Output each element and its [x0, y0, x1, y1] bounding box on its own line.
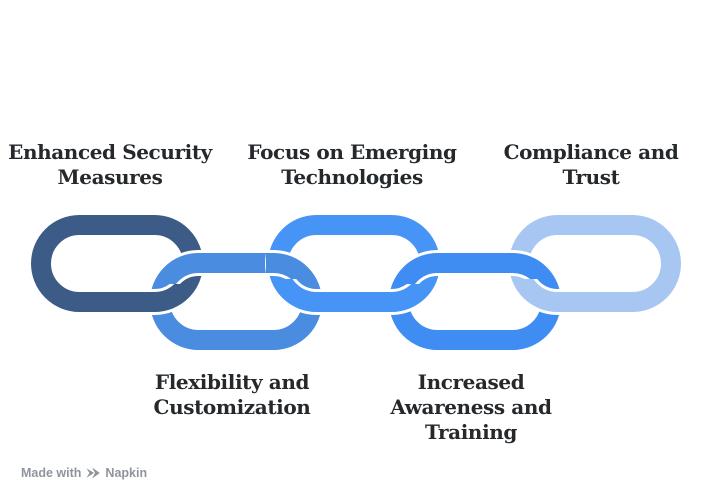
label-line: Technologies: [281, 165, 423, 189]
label-line: Training: [425, 420, 517, 444]
label-line: Increased: [417, 370, 525, 394]
label-line: Flexibility and: [154, 370, 310, 394]
label-line: Enhanced Security: [8, 140, 212, 164]
chain-label-focus-on-emerging-technologies: Focus on Emerging Technologies: [247, 140, 457, 190]
label-line: Awareness and: [390, 395, 552, 419]
label-line: Customization: [153, 395, 311, 419]
label-line: Focus on Emerging: [247, 140, 457, 164]
label-line: Measures: [57, 165, 163, 189]
made-with-napkin-watermark: Made with Napkin: [21, 466, 147, 480]
napkin-logo-icon: [86, 467, 101, 479]
chain-label-flexibility-and-customization: Flexibility and Customization: [154, 370, 311, 420]
chain-label-enhanced-security-measures: Enhanced Security Measures: [8, 140, 212, 190]
watermark-brand: Napkin: [105, 466, 148, 480]
label-line: Compliance and: [503, 140, 679, 164]
label-line: Trust: [562, 165, 620, 189]
watermark-prefix: Made with: [21, 466, 82, 480]
chain-label-increased-awareness-and-training: Increased Awareness and Training: [390, 370, 552, 445]
chain-label-compliance-and-trust: Compliance and Trust: [504, 140, 679, 190]
